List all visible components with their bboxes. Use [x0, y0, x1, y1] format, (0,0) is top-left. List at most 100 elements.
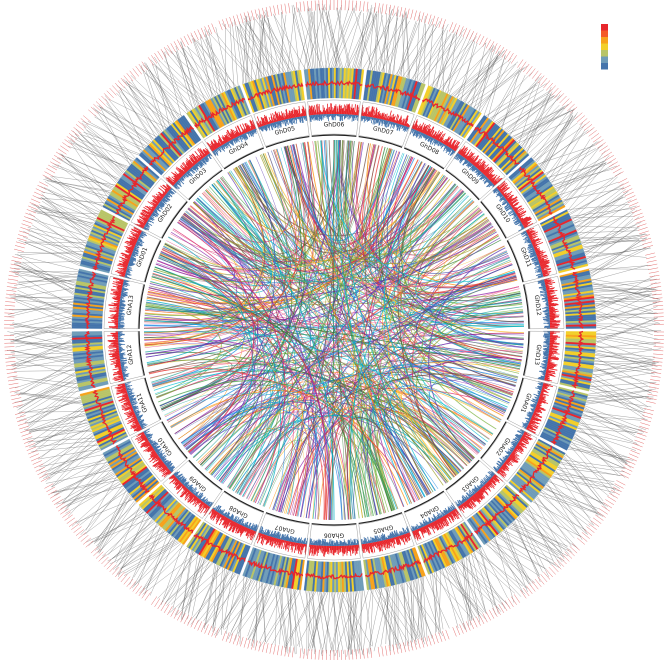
- snp-bar-up: [544, 280, 551, 283]
- snp-bar-down: [138, 238, 143, 241]
- fan-line: [329, 591, 345, 656]
- snp-bar-up: [485, 483, 489, 488]
- gene-label-tick: [363, 1, 365, 12]
- gene-label-tick: [311, 0, 313, 11]
- snp-bar-down: [526, 417, 531, 421]
- snp-bar-down: [538, 275, 544, 278]
- snp-bar-down: [128, 263, 134, 266]
- snp-bar-up: [543, 273, 550, 277]
- fan-line: [288, 588, 301, 648]
- gene-label-tick: [132, 68, 139, 77]
- snp-bar-up: [487, 173, 493, 179]
- snp-bar-down: [239, 135, 242, 140]
- snp-bar-down: [129, 258, 135, 261]
- snp-bar-up: [195, 156, 201, 162]
- snp-bar-up: [465, 155, 469, 160]
- snp-bar-up: [147, 211, 153, 215]
- fan-line: [477, 63, 517, 112]
- gene-label-tick: [303, 1, 305, 12]
- snp-bar-up: [517, 210, 527, 217]
- fan-line: [330, 6, 350, 69]
- snp-bar-up: [531, 241, 536, 244]
- fan-line: [485, 543, 536, 583]
- snp-bar-down: [461, 497, 466, 502]
- snp-bar-up: [549, 345, 557, 347]
- fan-line: [335, 4, 342, 69]
- gene-label-tick: [68, 520, 78, 527]
- snp-bar-up: [442, 139, 446, 144]
- fan-line: [578, 422, 643, 434]
- snp-bar-up: [480, 167, 485, 172]
- snp-bar-up: [473, 494, 480, 503]
- snp-bar-up: [178, 172, 183, 177]
- snp-bar-up: [547, 361, 555, 364]
- snp-bar-down: [152, 212, 159, 217]
- fan-line: [116, 516, 151, 564]
- snp-bar-down: [201, 158, 206, 165]
- gene-label-tick: [647, 393, 658, 397]
- gene-label-tick: [15, 415, 26, 419]
- snp-bar-up: [139, 223, 145, 227]
- snp-bar-up: [519, 439, 523, 442]
- fan-line: [192, 38, 214, 98]
- gene-label-tick: [629, 453, 639, 458]
- snp-bar-down: [543, 353, 549, 355]
- snp-bar-down: [208, 153, 211, 157]
- fan-line: [310, 8, 324, 69]
- snp-bar-up: [210, 141, 217, 150]
- fan-line: [205, 34, 218, 96]
- fan-line: [165, 551, 195, 604]
- snp-bar-down: [207, 154, 212, 160]
- snp-bar-down: [311, 115, 313, 121]
- snp-bar-up: [468, 498, 476, 508]
- snp-bar-down: [530, 254, 537, 258]
- fan-line: [594, 356, 651, 388]
- snp-bar-up: [547, 297, 559, 301]
- snp-bar-down: [159, 201, 165, 206]
- snp-bar-down: [445, 146, 449, 150]
- gene-label-tick: [621, 470, 631, 476]
- snp-bar-up: [370, 106, 373, 118]
- snp-bar-down: [231, 139, 234, 144]
- gene-label-tick: [355, 0, 357, 11]
- snp-bar-down: [147, 221, 149, 223]
- snp-bar-down: [176, 181, 182, 186]
- snp-bar-up: [476, 491, 484, 500]
- gene-label-tick: [510, 55, 517, 64]
- snp-bar-up: [152, 204, 157, 208]
- snp-bar-up: [544, 376, 549, 378]
- snp-bar-down: [453, 150, 456, 154]
- snp-bar-down: [158, 203, 164, 208]
- gene-label-tick: [75, 529, 84, 536]
- snp-bar-down: [229, 140, 233, 145]
- snp-bar-up: [206, 148, 211, 154]
- snp-bar-up: [510, 203, 514, 207]
- fan-line: [114, 505, 141, 563]
- snp-bar-up: [486, 173, 490, 178]
- gene-label-tick: [103, 93, 112, 101]
- gene-label-tick: [424, 636, 428, 647]
- fan-line: [593, 293, 653, 312]
- snp-bar-down: [513, 214, 517, 217]
- snp-bar-down: [381, 119, 384, 124]
- gene-label-tick: [455, 625, 461, 636]
- fan-line: [458, 560, 507, 604]
- snp-bar-up: [154, 198, 161, 203]
- snp-bar-down: [524, 417, 531, 421]
- fan-line: [11, 358, 74, 370]
- snp-bar-up: [536, 251, 546, 256]
- fan-line: [31, 204, 94, 227]
- snp-bar-up: [545, 373, 555, 376]
- snp-bar-up: [225, 134, 231, 141]
- snp-bar-down: [522, 231, 527, 235]
- snp-bar-down: [439, 142, 442, 145]
- snp-bar-down: [535, 387, 542, 390]
- fan-line: [155, 66, 170, 127]
- snp-bar-down: [148, 218, 150, 221]
- snp-bar-down: [198, 160, 204, 166]
- snp-bar-up: [268, 121, 271, 124]
- fan-line: [583, 235, 643, 251]
- fan-line: [100, 106, 152, 143]
- snp-bar-down: [544, 306, 549, 308]
